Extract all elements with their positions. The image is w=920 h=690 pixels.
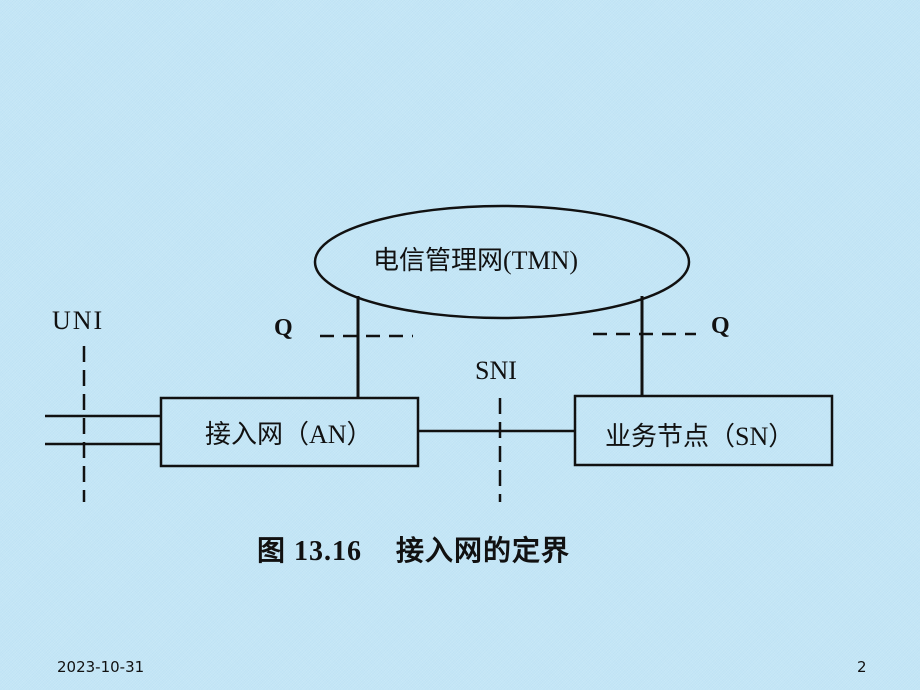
q-right-label: Q: [711, 313, 730, 339]
figure-caption: 图 13.16 接入网的定界: [257, 538, 570, 566]
sn-box: [573, 394, 834, 467]
page-number: 2: [857, 658, 867, 676]
q-left-label: Q: [274, 315, 293, 341]
tmn-ellipse: [313, 204, 691, 320]
footer-date: 2023-10-31: [57, 658, 145, 676]
figure-title: 接入网的定界: [396, 536, 571, 567]
figure-number: 图 13.16: [257, 536, 363, 567]
sn-label: 业务节点（SN）: [605, 422, 795, 451]
uni-label: UNI: [52, 306, 105, 335]
tmn-label: 电信管理网(TMN): [373, 246, 579, 275]
an-label: 接入网（AN）: [205, 420, 373, 449]
sni-label: SNI: [475, 356, 517, 385]
